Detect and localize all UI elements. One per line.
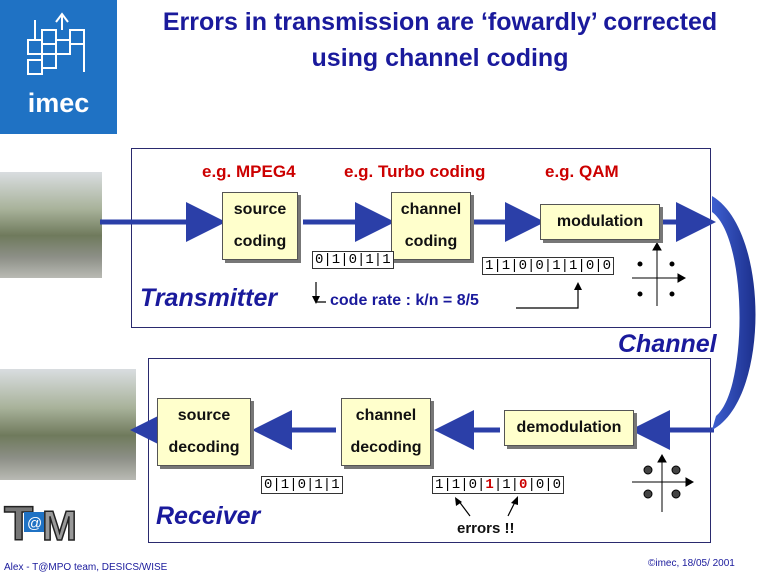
tx-bits-coded: 1|1|0|0|1|1|0|0 (482, 257, 615, 275)
svg-text:@: @ (27, 515, 42, 532)
footer-right: ©imec, 18/05/ 2001 (648, 558, 735, 569)
channel-curve-arrow (712, 196, 756, 430)
channel-label: Channel (618, 330, 717, 358)
tx-example-source: e.g. MPEG4 (202, 162, 296, 181)
rx-bits-mid: |1| (493, 477, 520, 493)
channel-decoding-line1: channel (355, 407, 417, 424)
svg-text:M: M (42, 502, 77, 549)
rx-bits-decoded: 0|1|0|1|1 (261, 476, 343, 494)
tmpo-logo: T M @ (3, 497, 78, 552)
tx-bits-source: 0|1|0|1|1 (312, 251, 394, 269)
slide-title: Errors in transmission are ‘fowardly’ co… (120, 4, 760, 76)
errors-label: errors !! (457, 520, 515, 537)
team-photo-top (0, 172, 102, 278)
channel-decoding-line2: decoding (350, 439, 422, 456)
title-line-2: using channel coding (311, 44, 569, 72)
imec-logo-text: imec (27, 88, 90, 118)
source-coding-line1: source (233, 201, 287, 218)
channel-decoding-block: channel decoding (341, 398, 431, 466)
imec-logo-graphic (27, 12, 85, 75)
source-coding-block: source coding (222, 192, 298, 260)
rx-bit-error-2: 0 (519, 477, 528, 493)
source-decoding-line2: decoding (168, 439, 240, 456)
tx-example-modulation: e.g. QAM (545, 162, 619, 181)
title-line-1: Errors in transmission are ‘fowardly’ co… (162, 8, 718, 36)
qam-constellation-tx (632, 241, 687, 306)
rx-bits-prefix: 1|1|0| (435, 477, 486, 493)
tx-example-channel: e.g. Turbo coding (344, 162, 486, 181)
channel-coding-block: channel coding (391, 192, 471, 260)
imec-logo: imec (0, 0, 117, 134)
channel-coding-line2: coding (404, 233, 458, 250)
footer-left: Alex - T@MPO team, DESICS/WISE (4, 562, 168, 573)
source-decoding-block: source decoding (157, 398, 251, 466)
code-rate-label: code rate : k/n = 8/5 (330, 292, 479, 309)
team-photo-bottom (0, 369, 136, 480)
transmitter-label: Transmitter (140, 284, 278, 312)
source-decoding-line1: source (177, 407, 231, 424)
qam-constellation-rx (632, 453, 695, 512)
rx-bits-received: 1|1|0|1|1|0|0|0 (432, 476, 565, 494)
modulation-block: modulation (540, 204, 660, 240)
source-coding-line2: coding (233, 233, 287, 250)
demodulation-block: demodulation (504, 410, 634, 446)
rx-bit-error-1: 1 (485, 477, 494, 493)
channel-coding-line1: channel (400, 201, 462, 218)
rx-bits-suffix: |0|0 (527, 477, 562, 493)
receiver-label: Receiver (156, 502, 261, 530)
